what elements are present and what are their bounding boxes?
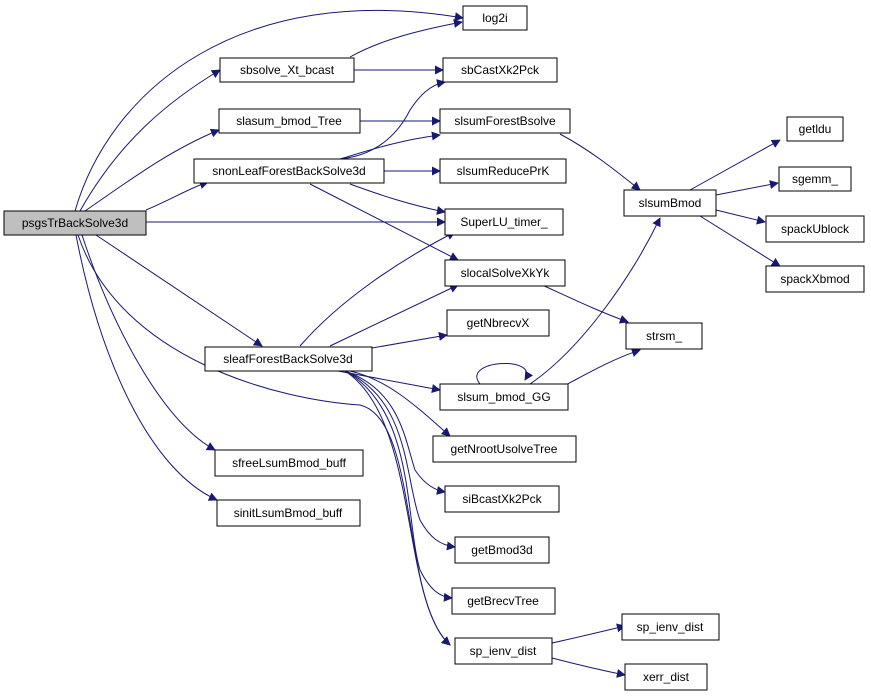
edge-snonleaf-timer	[349, 183, 446, 215]
node-siBcastXk2Pck[interactable]: siBcastXk2Pck	[444, 485, 560, 513]
node-spackXbmod[interactable]: spackXbmod	[765, 265, 865, 293]
node-sfreeLsumBmod_buff[interactable]: sfreeLsumBmod_buff	[214, 449, 364, 477]
node-label: psgsTrBackSolve3d	[22, 216, 128, 230]
node-label: getNbrecvX	[467, 316, 530, 330]
node-sbsolve_Xt_bcast[interactable]: sbsolve_Xt_bcast	[219, 57, 355, 83]
node-sp_ienv_dist-1[interactable]: sp_ienv_dist	[454, 637, 553, 665]
node-label: getNrootUsolveTree	[451, 442, 558, 456]
node-label: siBcastXk2Pck	[462, 492, 542, 506]
edge-sleaf-getnroot	[349, 370, 451, 437]
node-label: sbCastXk2Pck	[461, 63, 540, 77]
edge-spienv-xerr	[551, 657, 626, 678]
node-label: snonLeafForestBackSolve3d	[212, 164, 365, 178]
node-label: sfreeLsumBmod_buff	[232, 456, 347, 470]
node-label: slocalSolveXkYk	[461, 266, 551, 280]
node-getBmod3d[interactable]: getBmod3d	[454, 536, 550, 564]
edge-sleaf-spienv	[344, 370, 451, 646]
edge-snonleaf-sbcast	[339, 79, 446, 160]
edges	[74, 9, 781, 678]
node-label: getBrecvTree	[467, 594, 539, 608]
node-slsum_bmod_GG[interactable]: slsum_bmod_GG	[439, 383, 569, 411]
edge-root-snonleaf	[145, 180, 209, 211]
node-slsumForestBsolve[interactable]: slsumForestBsolve	[439, 108, 571, 134]
node-sp_ienv_dist-2[interactable]: sp_ienv_dist	[621, 613, 720, 641]
edge-sleaf-timer	[299, 231, 456, 347]
nodes: psgsTrBackSolve3d log2i sbsolve_Xt_bcast…	[3, 5, 865, 691]
node-spackUblock[interactable]: spackUblock	[765, 215, 865, 243]
node-label: slsum_bmod_GG	[457, 390, 550, 404]
node-xerr_dist[interactable]: xerr_dist	[624, 663, 708, 691]
node-psgsTrBackSolve3d[interactable]: psgsTrBackSolve3d	[3, 210, 147, 236]
edge-snonleaf-slocal	[309, 183, 459, 261]
edge-sleaf-slocal	[329, 284, 459, 347]
node-label: slsumForestBsolve	[454, 114, 556, 128]
node-sgemm_[interactable]: sgemm_	[778, 166, 852, 192]
node-label: xerr_dist	[643, 670, 690, 684]
edge-sleaf-getnbrecvx	[371, 331, 448, 349]
edge-gg-strsm	[559, 348, 641, 389]
edge-root-log2i	[74, 9, 464, 212]
edge-slsumbmod-spackxbmod	[699, 215, 781, 267]
node-label: sinitLsumBmod_buff	[234, 506, 343, 520]
node-sleafForestBackSolve3d[interactable]: sleafForestBackSolve3d	[204, 346, 373, 372]
node-label: sp_ienv_dist	[470, 644, 537, 658]
edge-sleaf-getbmod3d	[344, 370, 456, 551]
edge-sleaf-getbrecv	[344, 370, 453, 602]
node-label: spackXbmod	[780, 272, 849, 286]
edge-slocal-strsm	[539, 283, 629, 324]
node-slasum_bmod_Tree[interactable]: slasum_bmod_Tree	[218, 108, 361, 134]
edge-sbsolve-log2i	[349, 19, 463, 58]
node-SuperLU_timer_[interactable]: SuperLU_timer_	[444, 208, 564, 236]
node-sinitLsumBmod_buff[interactable]: sinitLsumBmod_buff	[216, 499, 361, 527]
node-snonLeafForestBackSolve3d[interactable]: snonLeafForestBackSolve3d	[193, 158, 385, 184]
edge-sleaf-sibcast	[344, 370, 446, 495]
node-label: slasum_bmod_Tree	[236, 114, 342, 128]
node-log2i[interactable]: log2i	[462, 5, 528, 31]
edge-gg-slsumbmod	[529, 217, 661, 385]
edge-snonleaf-slsumforest	[339, 131, 441, 160]
node-label: SuperLU_timer_	[460, 215, 548, 229]
edge-root-sleaf	[95, 234, 263, 347]
node-slsumBmod[interactable]: slsumBmod	[623, 189, 717, 217]
node-slocalSolveXkYk[interactable]: slocalSolveXkYk	[444, 259, 566, 287]
node-label: sbsolve_Xt_bcast	[240, 63, 335, 77]
node-getNbrecvX[interactable]: getNbrecvX	[446, 309, 550, 337]
node-label: sleafForestBackSolve3d	[223, 352, 352, 366]
edge-slsumbmod-sgemm	[715, 180, 779, 196]
node-label: log2i	[482, 11, 507, 25]
node-label: spackUblock	[781, 222, 850, 236]
edge-slsumforest-slsumbmod	[559, 133, 641, 191]
node-getNrootUsolveTree[interactable]: getNrootUsolveTree	[432, 435, 577, 463]
edge-root-spienv	[77, 234, 451, 646]
node-label: slsumBmod	[639, 196, 702, 210]
node-label: sp_ienv_dist	[637, 620, 704, 634]
node-label: sgemm_	[792, 172, 838, 186]
edge-spienv-spienv	[551, 623, 626, 644]
edge-slsumbmod-getldu	[689, 139, 781, 191]
edge-root-sbsolve	[79, 69, 221, 212]
edge-root-sinit	[75, 234, 218, 501]
edge-root-slasum	[84, 128, 220, 212]
node-label: getldu	[799, 122, 832, 136]
edge-sleaf-slsumbmodgg	[337, 370, 441, 393]
node-getBrecvTree[interactable]: getBrecvTree	[451, 587, 556, 615]
node-label: getBmod3d	[471, 543, 532, 557]
edge-gg-self	[476, 363, 534, 385]
edge-root-sfree	[81, 234, 216, 451]
node-sbCastXk2Pck[interactable]: sbCastXk2Pck	[442, 57, 558, 83]
edge-slsumbmod-spackublock	[715, 209, 766, 225]
node-strsm_[interactable]: strsm_	[625, 322, 703, 350]
node-label: strsm_	[646, 329, 682, 343]
node-label: slsumReducePrK	[457, 164, 550, 178]
node-getldu[interactable]: getldu	[786, 116, 844, 142]
node-slsumReducePrK[interactable]: slsumReducePrK	[439, 158, 567, 184]
